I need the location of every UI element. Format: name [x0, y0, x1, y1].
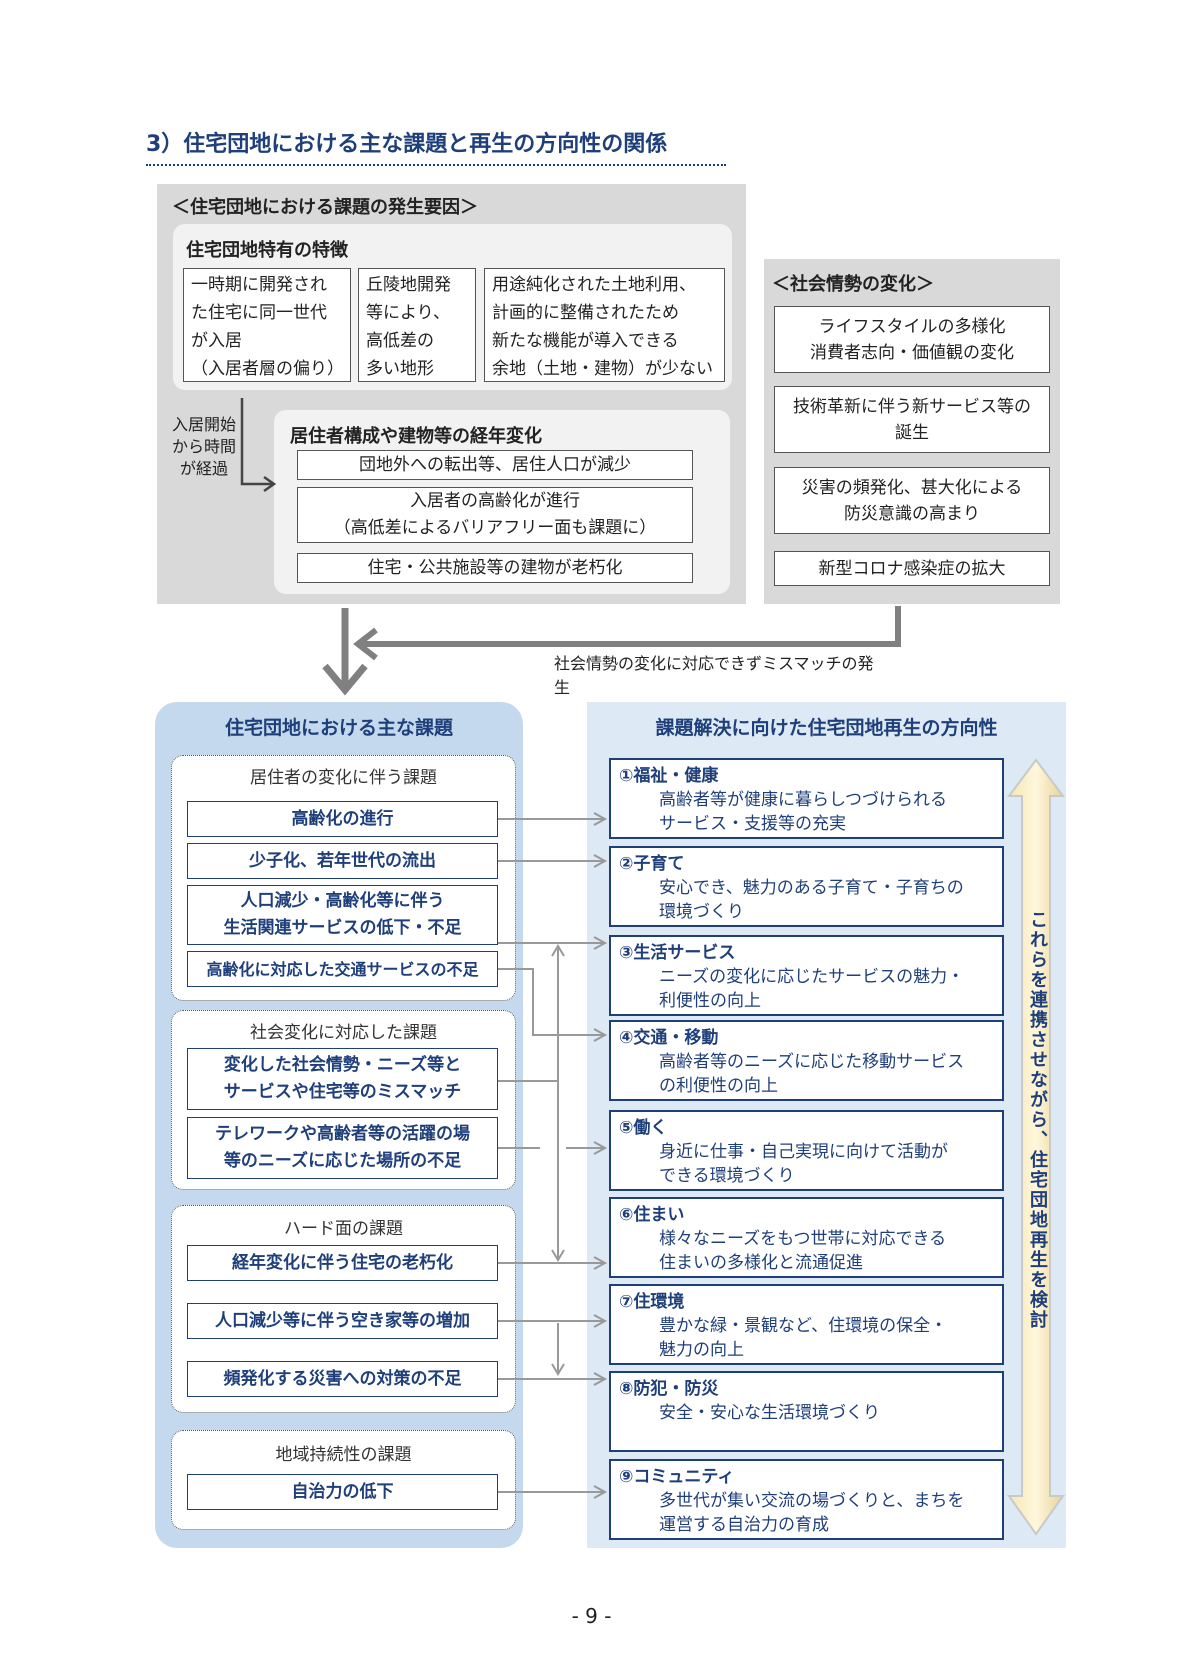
issue-housing-deterioration: 経年変化に伴う住宅の老朽化 — [187, 1245, 498, 1281]
issue-place-shortage: テレワークや高齢者等の活躍の場 等のニーズに応じた場所の不足 — [187, 1117, 498, 1179]
direction-desc: 多世代が集い交流の場づくりと、まちを 運営する自治力の育成 — [659, 1491, 965, 1535]
feature-box-same-generation: 一時期に開発され た住宅に同一世代 が入居 （入居者層の偏り） — [183, 268, 351, 382]
issue-living-services: 人口減少・高齢化等に伴う 生活関連サービスの低下・不足 — [187, 885, 498, 945]
direction-title: ②子育て — [619, 854, 685, 874]
direction-title: ⑨コミュニティ — [619, 1467, 735, 1487]
direction-desc: 安全・安心な生活環境づくり — [659, 1403, 880, 1423]
social-item-technology: 技術革新に伴う新サービス等の 誕生 — [774, 386, 1050, 453]
issue-disaster-measures: 頻発化する災害への対策の不足 — [187, 1361, 498, 1397]
double-arrow-icon — [1007, 758, 1065, 1536]
direction-title: ③生活サービス — [619, 943, 736, 963]
issue-aging: 高齢化の進行 — [187, 801, 498, 837]
issue-birthrate: 少子化、若年世代の流出 — [187, 843, 498, 879]
issue-group-title: ハード面の課題 — [284, 1219, 403, 1239]
direction-desc: 高齢者等のニーズに応じた移動サービス の利便性の向上 — [659, 1052, 965, 1096]
direction-title: ①福祉・健康 — [619, 766, 719, 786]
causes-heading: ＜住宅団地における課題の発生要因＞ — [172, 197, 478, 218]
direction-living-services: ③生活サービス ニーズの変化に応じたサービスの魅力・ 利便性の向上 — [609, 935, 1004, 1016]
direction-transport: ④交通・移動 高齢者等のニーズに応じた移動サービス の利便性の向上 — [609, 1020, 1004, 1101]
issue-transport: 高齢化に対応した交通サービスの不足 — [187, 951, 498, 987]
direction-welfare-health: ①福祉・健康 高齢者等が健康に暮らしつづけられる サービス・支援等の充実 — [609, 758, 1004, 839]
social-item-disaster: 災害の頻発化、甚大化による 防災意識の高まり — [774, 467, 1050, 534]
down-arrow-icon — [322, 608, 368, 696]
direction-safety: ⑧防犯・防災 安全・安心な生活環境づくり — [609, 1371, 1004, 1452]
section-title: 3）住宅団地における主な課題と再生の方向性の関係 — [146, 128, 726, 166]
time-elapsed-note: 入居開始 から時間 が経過 — [171, 415, 236, 478]
direction-environment: ⑦住環境 豊かな緑・景観など、住環境の保全・ 魅力の向上 — [609, 1284, 1004, 1365]
issue-mismatch: 変化した社会情勢・ニーズ等と サービスや住宅等のミスマッチ — [187, 1048, 498, 1110]
feature-box-land-use: 用途純化された土地利用、 計画的に整備されたため 新たな機能が導入できる 余地（… — [484, 268, 725, 382]
direction-title: ⑥住まい — [619, 1205, 685, 1225]
direction-desc: 身近に仕事・自己実現に向けて活動が できる環境づくり — [659, 1142, 948, 1186]
direction-desc: 様々なニーズをもつ世帯に対応できる 住まいの多様化と流通促進 — [659, 1229, 947, 1273]
issue-vacant-houses: 人口減少等に伴う空き家等の増加 — [187, 1303, 498, 1339]
direction-title: ④交通・移動 — [619, 1028, 719, 1048]
social-heading: ＜社会情勢の変化＞ — [772, 274, 934, 295]
issue-self-governance: 自治力の低下 — [187, 1474, 498, 1510]
aging-item-building-deterioration: 住宅・公共施設等の建物が老朽化 — [297, 553, 693, 583]
direction-childcare: ②子育て 安心でき、魅力のある子育て・子育ちの 環境づくり — [609, 846, 1004, 927]
aging-heading: 居住者構成や建物等の経年変化 — [290, 426, 542, 447]
elbow-arrow-icon — [240, 398, 277, 493]
feature-box-hilly-terrain: 丘陵地開発 等により、 高低差の 多い地形 — [358, 268, 476, 382]
direction-housing: ⑥住まい 様々なニーズをもつ世帯に対応できる 住まいの多様化と流通促進 — [609, 1197, 1004, 1278]
aging-item-resident-aging: 入居者の高齢化が進行 （高低差によるバリアフリー面も課題に） — [297, 487, 693, 543]
direction-title: ⑦住環境 — [619, 1292, 685, 1312]
mismatch-label: 社会情勢の変化に対応できずミスマッチの発生 — [554, 654, 874, 697]
direction-desc: 豊かな緑・景観など、住環境の保全・ 魅力の向上 — [659, 1316, 948, 1360]
issue-group-title: 居住者の変化に伴う課題 — [250, 768, 437, 788]
direction-community: ⑨コミュニティ 多世代が集い交流の場づくりと、まちを 運営する自治力の育成 — [609, 1459, 1004, 1540]
mismatch-arrow-icon — [353, 606, 901, 661]
direction-title: ⑧防犯・防災 — [619, 1379, 719, 1399]
features-heading: 住宅団地特有の特徴 — [186, 240, 348, 261]
direction-title: ⑤働く — [619, 1118, 668, 1138]
issue-group-title: 社会変化に対応した課題 — [250, 1023, 437, 1043]
issues-heading: 住宅団地における主な課題 — [224, 717, 453, 739]
direction-desc: 高齢者等が健康に暮らしつづけられる サービス・支援等の充実 — [659, 790, 947, 834]
aging-item-population-decline: 団地外への転出等、居住人口が減少 — [297, 450, 693, 480]
issue-group-title: 地域持続性の課題 — [275, 1445, 412, 1465]
issue-to-direction-arrows — [498, 812, 608, 1499]
page-number: - 9 - — [571, 1604, 612, 1628]
social-item-lifestyle: ライフスタイルの多様化 消費者志向・価値観の変化 — [774, 306, 1050, 373]
direction-desc: ニーズの変化に応じたサービスの魅力・ 利便性の向上 — [659, 967, 965, 1011]
directions-heading: 課題解決に向けた住宅団地再生の方向性 — [655, 717, 998, 739]
direction-desc: 安心でき、魅力のある子育て・子育ちの 環境づくり — [659, 878, 964, 922]
direction-work: ⑤働く 身近に仕事・自己実現に向けて活動が できる環境づくり — [609, 1110, 1004, 1191]
social-item-covid: 新型コロナ感染症の拡大 — [774, 551, 1050, 586]
coordination-note: これらを連携させながら、住宅団地再生を検討 — [1027, 910, 1048, 1330]
